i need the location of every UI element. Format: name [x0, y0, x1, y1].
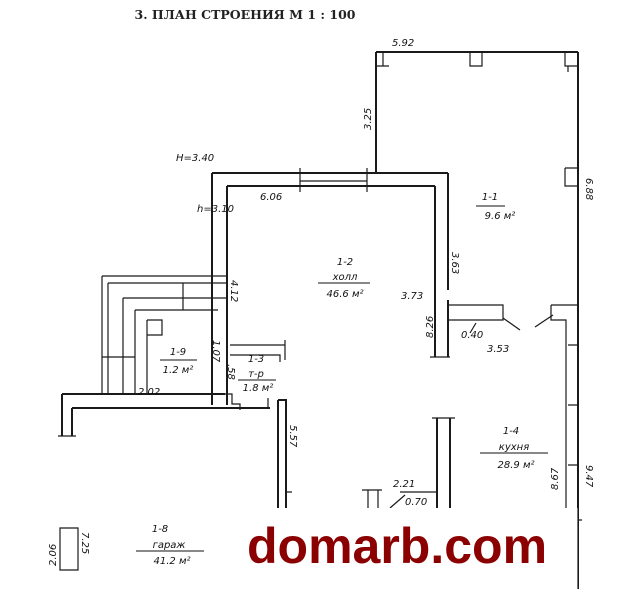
dim-kitchen-partition: 3.53 — [487, 344, 509, 355]
room-1-1: 1-1 9.6 м² — [476, 192, 515, 222]
room-name: т-р — [248, 369, 264, 380]
dim-left-wall: 4.12 — [228, 280, 239, 302]
room-name: гараж — [153, 540, 186, 551]
dim-lower-door: 0.70 — [405, 497, 427, 508]
room-area: 28.9 м² — [498, 460, 535, 471]
watermark: domarb.com — [0, 508, 582, 589]
dim-partition-width: 3.73 — [401, 291, 423, 302]
dim-kitchen-inner: 8.67 — [550, 467, 561, 490]
plan-title: 3. ПЛАН СТРОЕНИЯ М 1 : 100 — [135, 7, 356, 22]
room-1-4: 1-4 кухня 28.9 м² — [480, 426, 548, 471]
room-id: 1-2 — [337, 257, 353, 268]
room-id: 1-1 — [482, 192, 498, 203]
room-id: 1-3 — [248, 354, 264, 365]
room-area: 1.2 м² — [163, 365, 194, 376]
room-1-9: 1-9 1.2 м² — [160, 347, 197, 376]
dim-storage-width: 2.02 — [138, 387, 160, 398]
dim-hall-right: 3.63 — [449, 252, 460, 274]
garage-left-marker — [59, 527, 79, 571]
watermark-text: domarb.com — [247, 518, 547, 574]
room-id: 1-8 — [152, 524, 168, 535]
dim-garage-left-outer: 7.25 — [79, 532, 90, 554]
room-id: 1-4 — [503, 426, 519, 437]
room-1-2: 1-2 холл 46.6 м² — [318, 257, 370, 300]
dimension-labels: 5.92 3.25 H=3.40 6.06 h=3.10 6.88 3.63 4… — [48, 38, 594, 566]
dim-upper-left: 3.25 — [363, 108, 374, 130]
dim-lower-width: 2.21 — [393, 479, 415, 490]
room-area: 9.6 м² — [485, 211, 516, 222]
room-1-3: 1-3 т-р 1.8 м² — [238, 354, 276, 394]
room-labels: 1-1 9.6 м² 1-2 холл 46.6 м² 1-9 1.2 м² 1… — [136, 192, 548, 567]
dim-wc-door: .58 — [225, 364, 236, 380]
dim-wc-height: 1.07 — [210, 340, 221, 363]
room-id: 1-9 — [170, 347, 186, 358]
dim-height-inner: h=3.10 — [197, 204, 234, 215]
dim-right-upper: 6.88 — [583, 178, 594, 200]
walls — [58, 51, 579, 589]
room-area: 41.2 м² — [154, 556, 191, 567]
dim-window-width: 6.06 — [260, 192, 282, 203]
dim-top-width: 5.92 — [392, 38, 414, 49]
room-area: 46.6 м² — [327, 289, 364, 300]
dim-kitchen-outer: 9.47 — [583, 465, 594, 488]
dim-height-outer: H=3.40 — [176, 153, 214, 164]
dim-garage-left-inner: 2.06 — [48, 544, 59, 566]
room-name: холл — [332, 272, 358, 283]
room-area: 1.8 м² — [243, 383, 274, 394]
dim-garage-wall: 5.57 — [287, 425, 298, 448]
dim-door: 0.40 — [461, 330, 483, 341]
room-name: кухня — [499, 442, 529, 453]
dim-hall-height: 8.26 — [425, 316, 436, 338]
room-1-8: 1-8 гараж 41.2 м² — [136, 524, 204, 567]
